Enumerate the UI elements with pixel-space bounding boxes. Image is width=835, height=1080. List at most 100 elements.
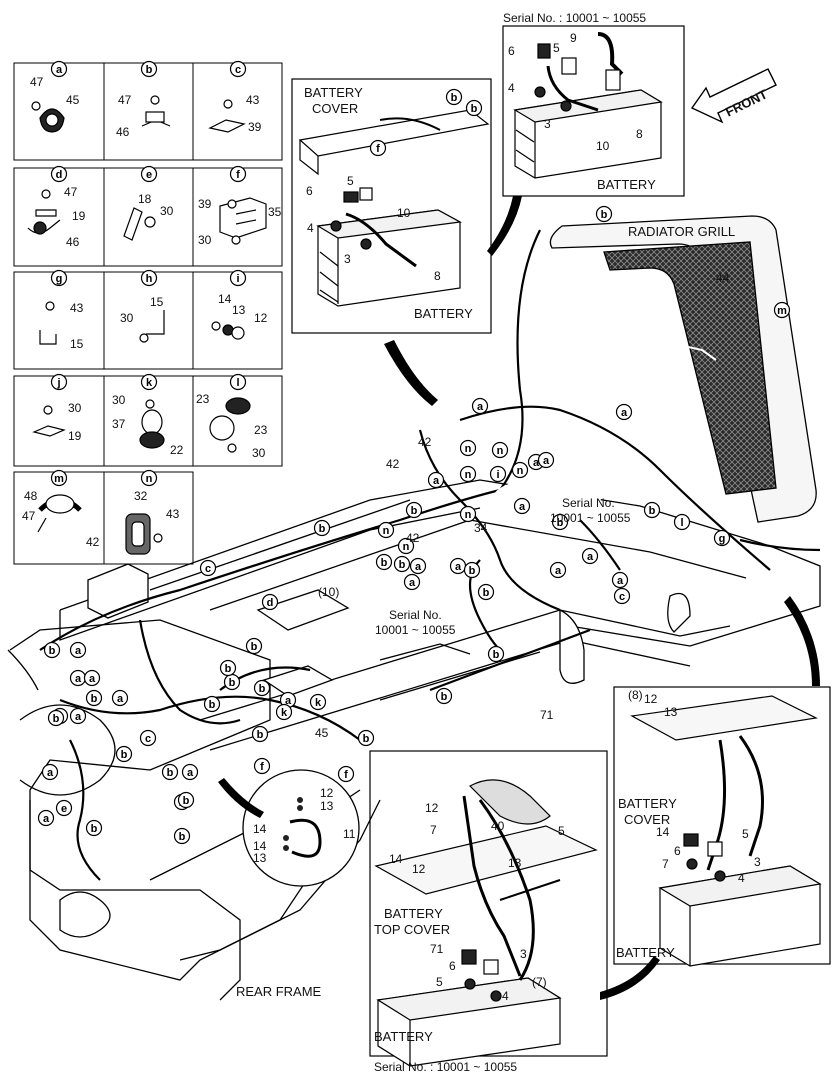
svg-text:n: n — [383, 525, 390, 537]
clamp-marker-a: a — [615, 403, 633, 421]
svg-text:c: c — [235, 64, 241, 76]
svg-text:a: a — [621, 407, 628, 419]
clamp-marker-a: a — [111, 689, 129, 707]
detail-m-part-number: 48 — [24, 489, 38, 503]
detail-letter-g: g — [50, 269, 68, 287]
clamp-marker-b: b — [551, 513, 569, 531]
clamp-glyphs — [27, 95, 267, 555]
part-number-label: 3 — [754, 855, 761, 869]
detail-d-part-number: 47 — [64, 185, 78, 199]
part-number-label: 4 — [738, 871, 745, 885]
detail-d-part-number: 19 — [72, 209, 86, 223]
svg-text:b: b — [471, 103, 478, 115]
clamp-marker-a: a — [427, 471, 445, 489]
part-number-label: 8 — [434, 269, 441, 283]
svg-text:f: f — [236, 169, 240, 181]
clamp-marker-a: a — [403, 573, 421, 591]
part-number-label: 3 — [520, 947, 527, 961]
svg-text:a: a — [617, 575, 624, 587]
clamp-marker-a: a — [449, 557, 467, 575]
svg-text:b: b — [483, 587, 490, 599]
detail-letter-m: m — [50, 469, 68, 487]
clamp-marker-a: a — [69, 641, 87, 659]
clamp-marker-a: a — [41, 763, 59, 781]
clamp-marker-a: a — [69, 707, 87, 725]
svg-text:a: a — [477, 401, 484, 413]
serial-callout-2-top: Serial No. — [389, 608, 442, 622]
svg-text:b: b — [399, 559, 406, 571]
clamp-marker-b: b — [435, 687, 453, 705]
detail-letter-i: i — [229, 269, 247, 287]
part-number-label: 14 — [389, 852, 403, 866]
part-number-label: 6 — [449, 959, 456, 973]
svg-text:b: b — [225, 663, 232, 675]
battery-cover-caption-right-1: BATTERY — [618, 796, 677, 811]
detail-e-part-number: 30 — [160, 204, 174, 218]
detail-l-part-number: 23 — [254, 423, 268, 437]
detail-i-part-number: 13 — [232, 303, 246, 317]
svg-text:b: b — [469, 565, 476, 577]
svg-text:b: b — [451, 92, 458, 104]
svg-text:g: g — [56, 273, 63, 285]
part-number-label: 6 — [306, 184, 313, 198]
svg-text:a: a — [285, 695, 292, 707]
part-number-label: 42 — [386, 457, 400, 471]
part-number-label: 34 — [474, 521, 488, 535]
clamp-marker-i: i — [489, 465, 507, 483]
detail-letter-h: h — [140, 269, 158, 287]
clamp-marker-b: b — [161, 763, 179, 781]
clamp-marker-n: n — [459, 439, 477, 457]
detail-m-part-number: 47 — [22, 509, 36, 523]
part-number-label: 5 — [553, 41, 560, 55]
battery-cover-caption-2: COVER — [312, 101, 358, 116]
svg-text:a: a — [89, 673, 96, 685]
svg-text:b: b — [649, 505, 656, 517]
svg-text:n: n — [403, 541, 410, 553]
svg-text:b: b — [601, 209, 608, 221]
battery-cover-caption-right-2: COVER — [624, 812, 670, 827]
detail-letter-b: b — [140, 60, 158, 78]
part-number-label: 4 — [508, 81, 515, 95]
clamp-marker-m: m — [773, 301, 791, 319]
svg-text:k: k — [146, 377, 153, 389]
battery-cover-panel — [291, 78, 492, 334]
svg-text:b: b — [91, 693, 98, 705]
svg-text:b: b — [49, 645, 56, 657]
svg-text:b: b — [411, 505, 418, 517]
svg-text:c: c — [145, 733, 151, 745]
serial-callout-2-bottom: 10001 ~ 10055 — [375, 623, 456, 637]
detail-j-part-number: 19 — [68, 429, 82, 443]
clamp-marker-a: a — [69, 669, 87, 687]
clamp-marker-a: a — [471, 397, 489, 415]
svg-text:a: a — [519, 501, 526, 513]
clamp-marker-g: g — [713, 529, 731, 547]
part-number-label: 12 — [320, 786, 334, 800]
part-number-label: 10 — [596, 139, 610, 153]
part-number-label: 14 — [253, 839, 267, 853]
svg-text:l: l — [236, 377, 239, 389]
detail-grid — [13, 62, 283, 565]
clamp-marker-b: b — [463, 561, 481, 579]
clamp-marker-a: a — [409, 557, 427, 575]
detail-j-part-number: 30 — [68, 401, 82, 415]
clamp-marker-b: b — [245, 637, 263, 655]
svg-text:i: i — [236, 273, 239, 285]
serial-label-top: Serial No. : 10001 ~ 10055 — [503, 11, 646, 25]
svg-text:a: a — [409, 577, 416, 589]
battery-bottom-panel — [369, 750, 608, 1067]
detail-k-part-number: 22 — [170, 443, 184, 457]
part-number-label: 13 — [320, 799, 334, 813]
detail-e-part-number: 18 — [138, 192, 152, 206]
svg-text:a: a — [43, 813, 50, 825]
clamp-marker-b: b — [465, 99, 483, 117]
radiator-grill — [549, 215, 817, 523]
clamp-marker-k: k — [275, 703, 293, 721]
part-number-label: 9 — [570, 31, 577, 45]
svg-text:e: e — [146, 169, 152, 181]
clamp-marker-c: c — [139, 729, 157, 747]
clamp-marker-b: b — [477, 583, 495, 601]
detail-k-part-number: 37 — [112, 417, 126, 431]
clamp-marker-b: b — [595, 205, 613, 223]
